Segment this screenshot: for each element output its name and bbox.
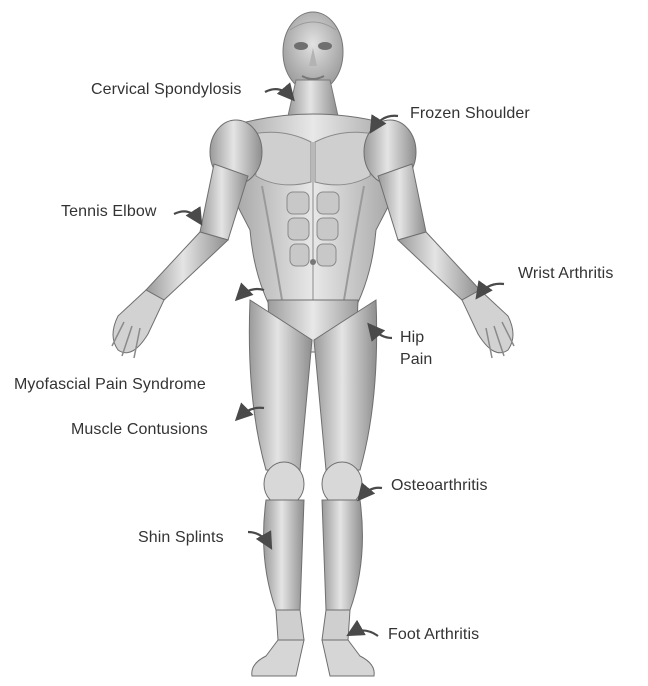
label-hip-pain: Hip Pain — [400, 327, 432, 371]
label-hip-pain-line2: Pain — [400, 349, 432, 371]
label-cervical-spondylosis: Cervical Spondylosis — [91, 80, 242, 100]
arrow-cervical-spondylosis — [265, 89, 292, 98]
label-myofascial-pain-syndrome: Myofascial Pain Syndrome — [14, 375, 206, 395]
label-hip-pain-line1: Hip — [400, 327, 432, 349]
arrow-foot-arthritis — [350, 630, 378, 636]
label-tennis-elbow: Tennis Elbow — [61, 202, 156, 222]
arrow-tennis-elbow — [174, 211, 200, 222]
arrow-osteoarthritis — [360, 488, 382, 498]
arrow-myofascial — [238, 289, 264, 298]
arrow-wrist-arthritis — [478, 284, 504, 296]
label-foot-arthritis: Foot Arthritis — [388, 625, 479, 645]
arrow-hip-pain — [370, 326, 392, 338]
label-osteoarthritis: Osteoarthritis — [391, 476, 488, 496]
label-frozen-shoulder: Frozen Shoulder — [410, 104, 530, 124]
arrow-shin-splints — [248, 532, 270, 546]
label-muscle-contusions: Muscle Contusions — [71, 420, 208, 440]
label-wrist-arthritis: Wrist Arthritis — [518, 264, 613, 284]
arrow-frozen-shoulder — [372, 116, 398, 130]
label-shin-splints: Shin Splints — [138, 528, 224, 548]
arrow-muscle-contusions — [238, 408, 264, 418]
